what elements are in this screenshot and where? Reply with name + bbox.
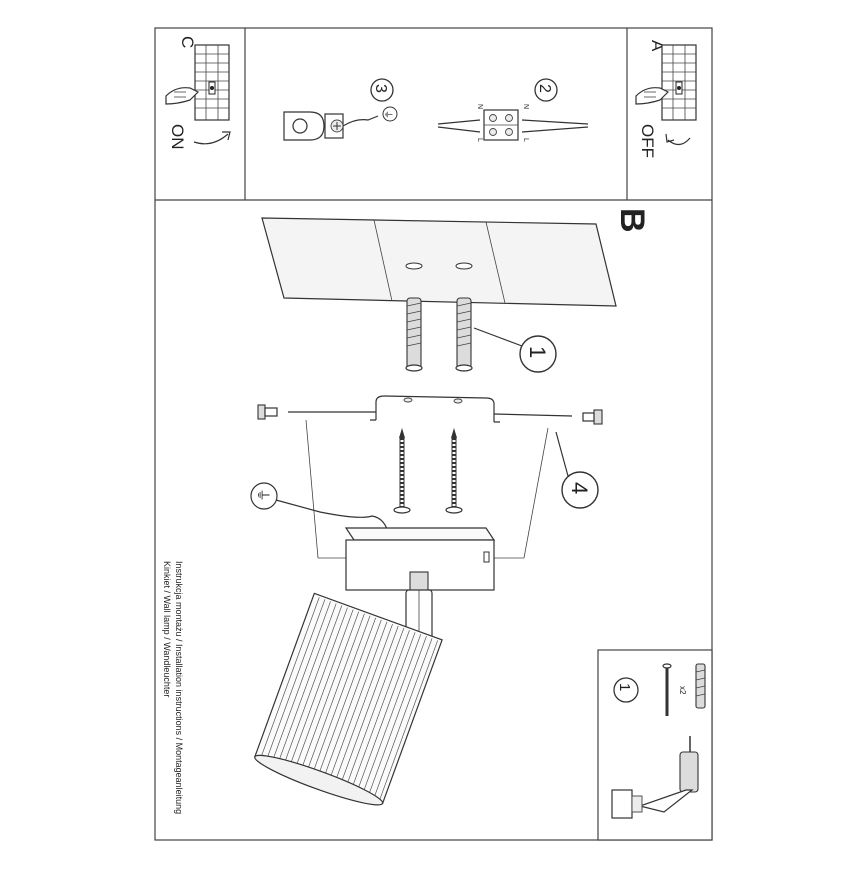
shade-rib	[379, 640, 439, 801]
drill-hole	[455, 262, 473, 270]
shade-rib	[272, 601, 331, 762]
screw-icon	[662, 663, 672, 716]
step-3-number: 3	[372, 84, 389, 93]
live-mark-left: L	[476, 138, 483, 142]
drill-icon	[611, 736, 699, 819]
breaker-box-icon	[661, 44, 697, 121]
shade-rib	[334, 623, 393, 784]
step-4-number: 4	[567, 482, 592, 494]
wire	[342, 115, 379, 127]
panel-c: C ON	[165, 36, 231, 150]
earth-clamp-step: 3 ⏚	[283, 78, 398, 141]
toolbox-items: 1 x2	[611, 663, 706, 819]
toolbox-step-badge	[613, 677, 639, 703]
drill-hole	[405, 262, 423, 270]
shade-rib	[288, 607, 348, 768]
caption-line-2: Kinkiet / Wall lamp / Wandleuchter	[162, 561, 172, 697]
shade-rib	[300, 611, 360, 772]
mounting-bracket	[370, 395, 500, 423]
step-1-number: 1	[525, 346, 550, 358]
shade-rib	[328, 621, 388, 782]
long-screw	[393, 428, 411, 514]
sheet-border	[154, 27, 713, 841]
callout-leader	[555, 431, 569, 477]
live-mark-right: L	[522, 138, 529, 142]
lamp-shade	[254, 592, 443, 806]
toolbox-step-number: 1	[616, 683, 633, 691]
callout-leader	[473, 327, 523, 347]
step-2-number: 2	[536, 84, 553, 93]
shade-rib	[283, 605, 343, 766]
shade-rib	[356, 632, 416, 793]
shade-rib	[322, 619, 382, 780]
panel-c-state: ON	[168, 124, 187, 150]
wall-plug-icon	[695, 663, 706, 709]
shade-rib	[305, 613, 365, 774]
panel-b-letter: B	[613, 208, 651, 233]
shade-rib	[345, 627, 405, 788]
neutral-mark-left: N	[476, 104, 483, 109]
side-screw	[257, 404, 376, 420]
shade-rib	[373, 638, 433, 799]
lamp-joint	[405, 571, 433, 641]
wire	[521, 126, 589, 133]
terminal-block-step: 2 N N L L	[437, 78, 589, 142]
earth-wire	[275, 499, 389, 533]
shade-rib	[260, 597, 320, 758]
rotate-arrow-icon	[193, 133, 229, 145]
shade-rib	[317, 617, 376, 778]
wire	[521, 119, 589, 125]
long-screw	[445, 428, 463, 514]
wire	[437, 119, 481, 125]
neutral-mark-right: N	[522, 104, 529, 109]
shade-rib	[266, 599, 326, 760]
step-3-badge	[370, 78, 394, 102]
earth-symbol	[382, 106, 398, 122]
wall-surface	[261, 217, 617, 307]
shade-rib	[351, 630, 410, 790]
panel-c-letter: C	[178, 36, 197, 48]
wall-plug	[455, 297, 473, 372]
earth-symbol-glyph: ⏚	[383, 110, 393, 119]
hand-icon	[165, 87, 200, 105]
step-1-badge	[519, 335, 557, 373]
wire	[437, 126, 481, 133]
shade-rib	[311, 615, 371, 776]
guide-line	[305, 419, 319, 559]
shade-rib	[367, 636, 427, 797]
caption-line-1: Instrukcja montażu / Installation instru…	[174, 561, 184, 814]
shade-rib	[339, 625, 399, 786]
step-4-badge	[561, 471, 599, 509]
panel-a-state: OFF	[638, 124, 657, 158]
earth-symbol-glyph: ⏚	[255, 488, 271, 502]
toolbox-quantity: x2	[678, 686, 687, 695]
shade-rib	[277, 603, 337, 764]
breaker-box-icon	[194, 44, 230, 121]
shade-rib	[362, 634, 422, 795]
earth-symbol	[250, 482, 278, 510]
guide-line	[523, 427, 549, 559]
step-2-badge	[534, 78, 558, 102]
shade-rib	[294, 609, 354, 770]
wall-plug	[405, 297, 423, 372]
panel-a: A OFF	[635, 40, 697, 158]
side-screw	[493, 409, 603, 425]
hand-icon	[635, 87, 670, 105]
